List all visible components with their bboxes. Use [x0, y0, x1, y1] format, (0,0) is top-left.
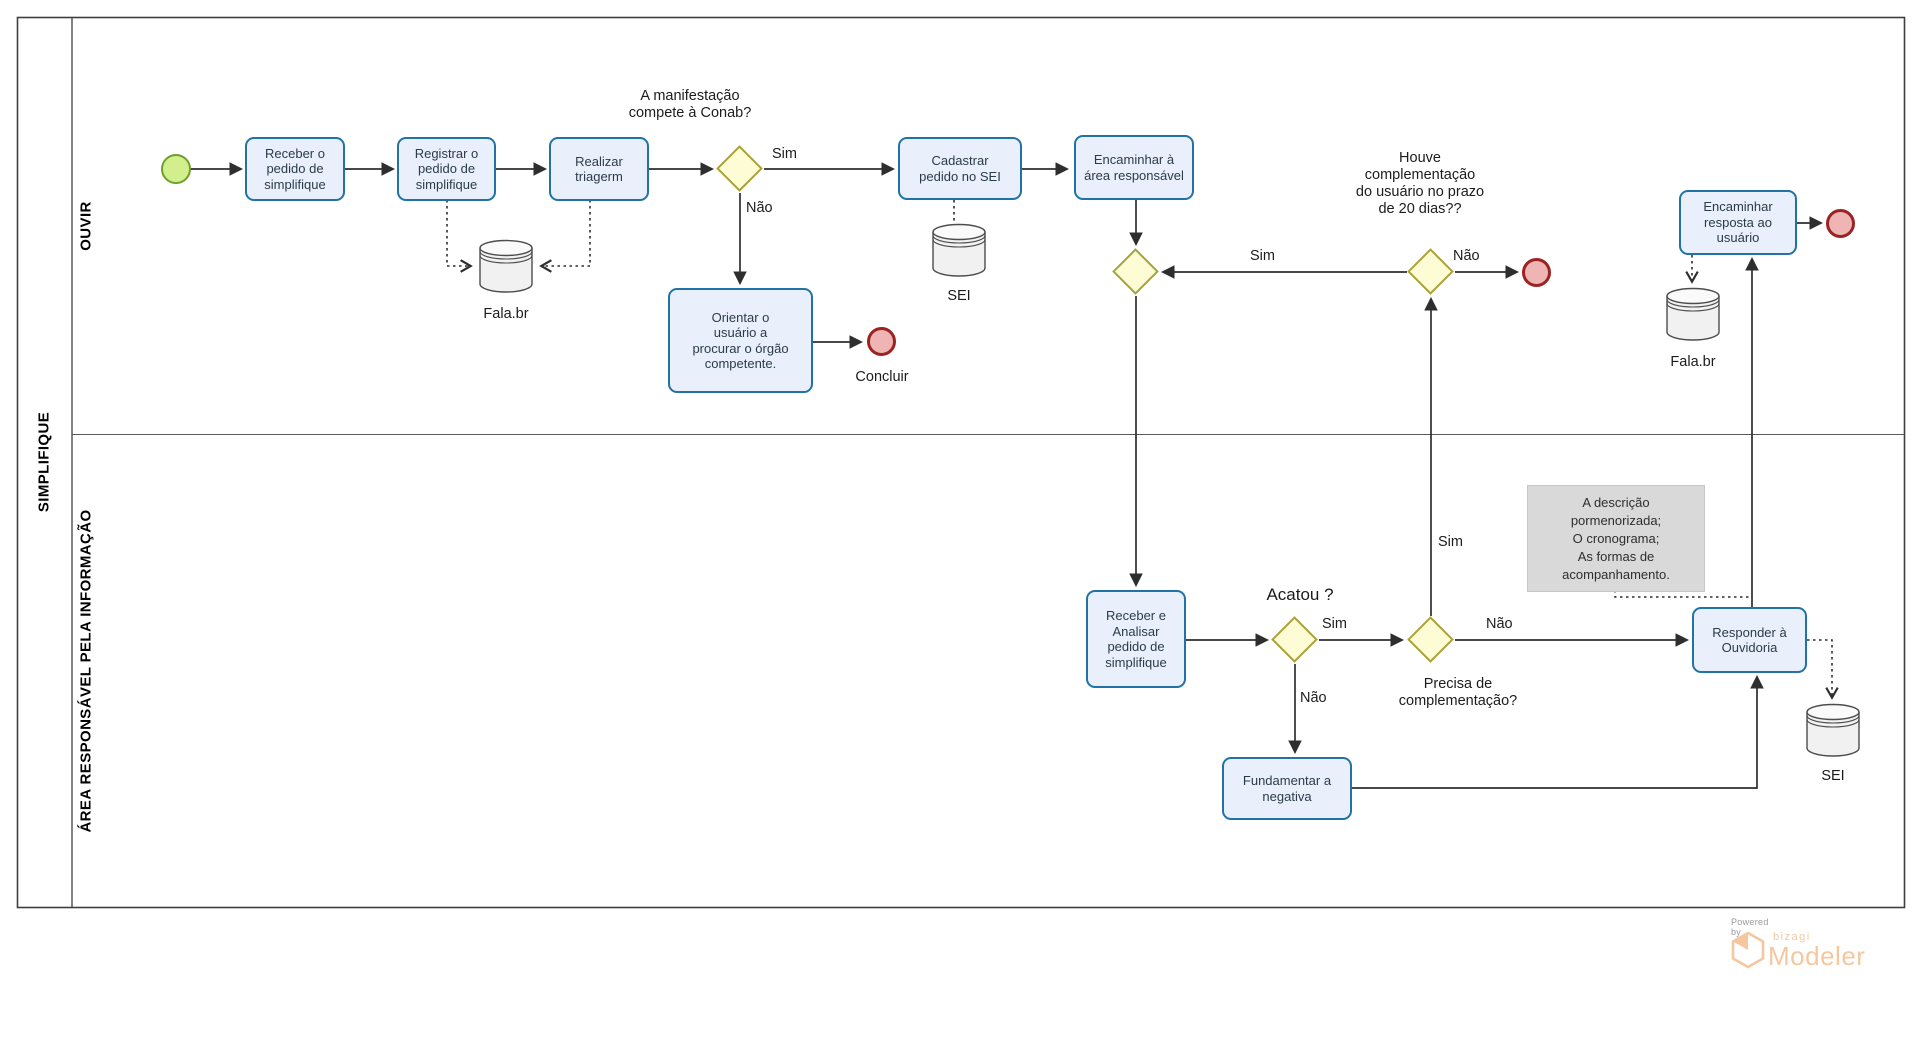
- task-receber-pedido[interactable]: Receber o pedido de simplifique: [245, 137, 345, 201]
- datastore-label-sei: SEI: [947, 288, 971, 304]
- database-cylinder-icon: [1806, 703, 1860, 757]
- flow-label-sim-precisa: Sim: [1438, 534, 1463, 550]
- datastore-sei-top[interactable]: [930, 222, 988, 283]
- task-encaminhar-area[interactable]: Encaminhar à área responsável: [1074, 135, 1194, 200]
- pool-border: [16, 16, 1906, 909]
- datastore-label-fala-br-2: Fala.br: [1670, 354, 1716, 370]
- task-label: Responder à Ouvidoria: [1712, 624, 1787, 656]
- bizagi-label: bizagi: [1773, 931, 1811, 943]
- flow-label-nao-acatou: Não: [1300, 690, 1327, 706]
- flow-label-nao-houve: Não: [1453, 248, 1480, 264]
- task-label: Encaminhar à área responsável: [1084, 152, 1184, 183]
- start-event[interactable]: [161, 154, 191, 184]
- task-label: Encaminhar resposta ao usuário: [1703, 199, 1773, 246]
- text-annotation[interactable]: A descrição pormenorizada; O cronograma;…: [1527, 485, 1705, 592]
- annotation-line: pormenorizada;: [1570, 512, 1662, 528]
- gateway-question-houve: Houve complementação do usuário no prazo…: [1355, 150, 1485, 217]
- task-fundamentar-negativa[interactable]: Fundamentar a negativa: [1222, 757, 1352, 820]
- powered-by-label: Powered by: [1731, 917, 1769, 937]
- end-event-houve-nao[interactable]: [1522, 258, 1551, 287]
- end-event-label-concluir: Concluir: [855, 369, 909, 385]
- datastore-sei-bottom[interactable]: [1804, 702, 1862, 763]
- task-registrar-pedido[interactable]: Registrar o pedido de simplifique: [397, 137, 496, 201]
- task-receber-analisar[interactable]: Receber e Analisar pedido de simplifique: [1086, 590, 1186, 688]
- database-cylinder-icon: [932, 223, 986, 277]
- datastore-label-fala-br: Fala.br: [483, 306, 529, 322]
- flow-label-sim-acatou: Sim: [1322, 616, 1347, 632]
- flow-label-nao-precisa: Não: [1486, 616, 1513, 632]
- bizagi-hexagon-icon: [1730, 931, 1766, 974]
- database-cylinder-icon: [479, 239, 533, 293]
- pool-title: SIMPLIFIQUE: [35, 411, 53, 513]
- end-event-concluir[interactable]: [867, 327, 896, 356]
- lane-label-ouvir: OUVIR: [77, 201, 95, 251]
- task-realizar-triagem[interactable]: Realizar triagerm: [549, 137, 649, 201]
- task-cadastrar-pedido-sei[interactable]: Cadastrar pedido no SEI: [898, 137, 1022, 200]
- annotation-line: As formas de: [1577, 548, 1655, 564]
- flow-label-nao-manifestacao: Não: [746, 200, 773, 216]
- task-label: Cadastrar pedido no SEI: [919, 153, 1001, 184]
- annotation-line: O cronograma;: [1572, 530, 1660, 546]
- task-label: Realizar triagerm: [575, 153, 623, 185]
- datastore-label-sei-2: SEI: [1821, 768, 1845, 784]
- task-label: Receber o pedido de simplifique: [264, 145, 326, 192]
- datastore-fala-br-left[interactable]: [477, 238, 535, 299]
- assoc-annotation-to-flow: [1614, 590, 1750, 598]
- task-label: Orientar o usuário a procurar o órgão co…: [692, 309, 789, 372]
- modeler-label: Modeler: [1768, 941, 1866, 971]
- flow-label-sim-houve: Sim: [1250, 248, 1275, 264]
- task-label: Receber e Analisar pedido de simplifique: [1105, 608, 1167, 670]
- datastore-fala-br-right[interactable]: [1664, 286, 1722, 347]
- gateway-question-manifestacao: A manifestação compete à Conab?: [628, 88, 752, 121]
- assoc-registrar-to-falabr: [446, 200, 470, 266]
- assoc-realizar-to-falabr: [542, 200, 591, 266]
- flow-label-sim-manifestacao: Sim: [772, 146, 797, 162]
- gateway-question-precisa: Precisa de complementação?: [1398, 676, 1518, 709]
- database-cylinder-icon: [1666, 287, 1720, 341]
- task-responder-ouvidoria[interactable]: Responder à Ouvidoria: [1692, 607, 1807, 673]
- task-label: Fundamentar a negativa: [1242, 773, 1332, 804]
- lane-label-area-responsavel: ÁREA RESPONSÁVEL PELA INFORMAÇÃO: [77, 509, 95, 833]
- task-encaminhar-resposta[interactable]: Encaminhar resposta ao usuário: [1679, 190, 1797, 255]
- end-event-resposta[interactable]: [1826, 209, 1855, 238]
- gateway-question-acatou: Acatou ?: [1266, 585, 1334, 604]
- task-label: Registrar o pedido de simplifique: [414, 145, 479, 192]
- annotation-line: acompanhamento.: [1562, 566, 1670, 582]
- assoc-responder-to-sei: [1807, 639, 1832, 697]
- annotation-line: A descrição: [1582, 494, 1650, 510]
- task-orientar-usuario[interactable]: Orientar o usuário a procurar o órgão co…: [668, 288, 813, 393]
- flow-fundamentar-to-responder: [1352, 674, 1764, 789]
